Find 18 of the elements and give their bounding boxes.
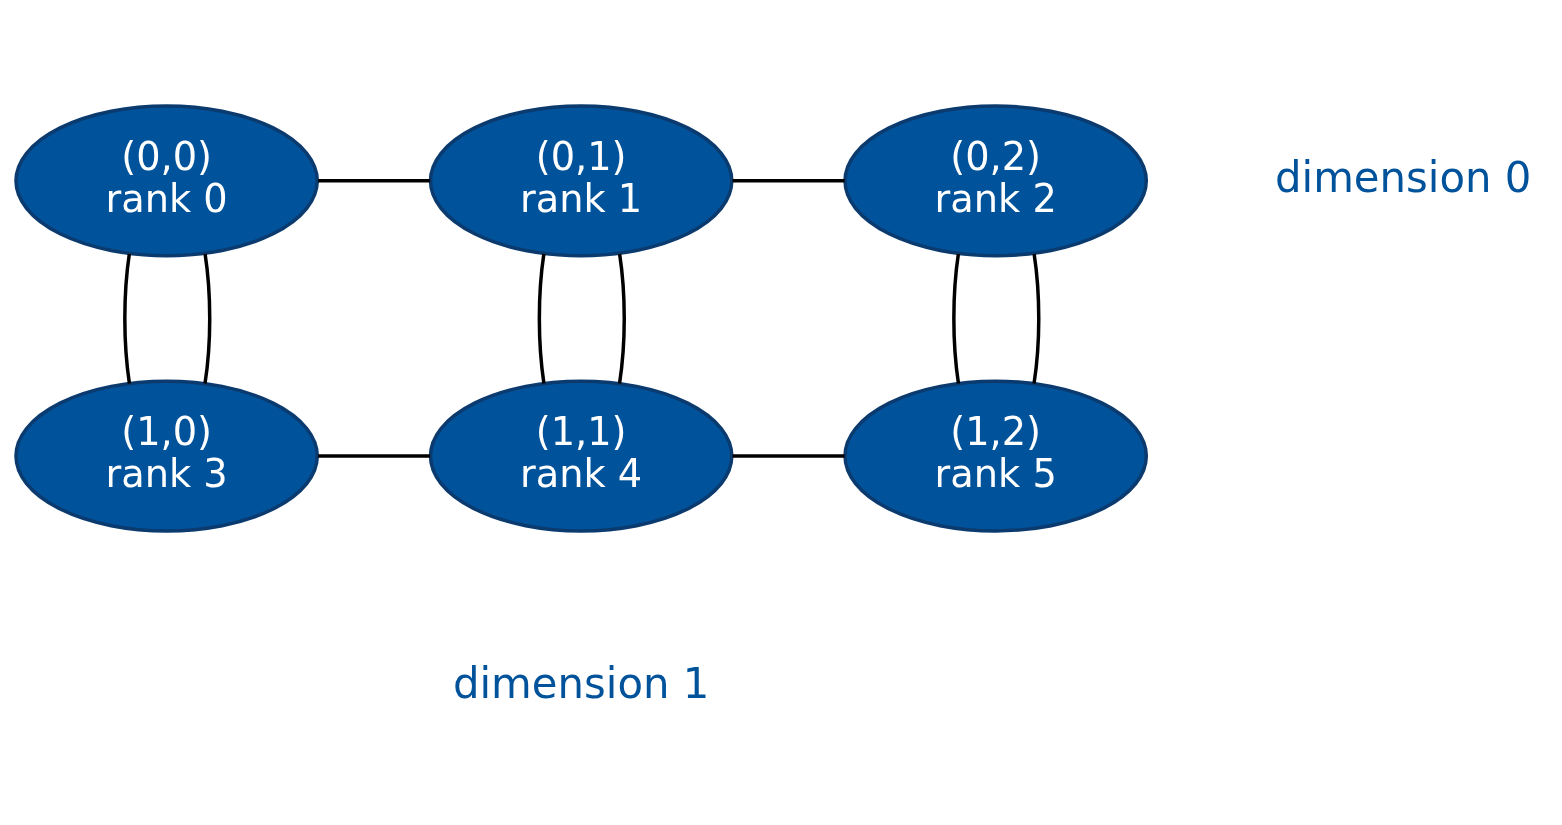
- node-ellipse: (0,1) rank 1: [428, 104, 734, 258]
- connector: [617, 253, 626, 384]
- connector: [203, 253, 212, 384]
- connector: [732, 454, 845, 458]
- node-ellipse: (0,2) rank 2: [843, 104, 1149, 258]
- node-ellipse: (1,2) rank 5: [843, 379, 1149, 533]
- label: dimension 1: [452, 659, 710, 709]
- connector: [732, 179, 845, 183]
- node-ellipse: (1,0) rank 3: [14, 379, 319, 533]
- connector: [1032, 253, 1041, 384]
- connector: [952, 253, 961, 384]
- label: dimension 0: [1275, 152, 1532, 202]
- connector: [318, 179, 431, 183]
- connector: [537, 253, 546, 384]
- node-ellipse: (0,0) rank 0: [14, 104, 319, 258]
- node-ellipse: (1,1) rank 4: [428, 379, 734, 533]
- connector: [123, 253, 132, 384]
- connector: [318, 454, 431, 458]
